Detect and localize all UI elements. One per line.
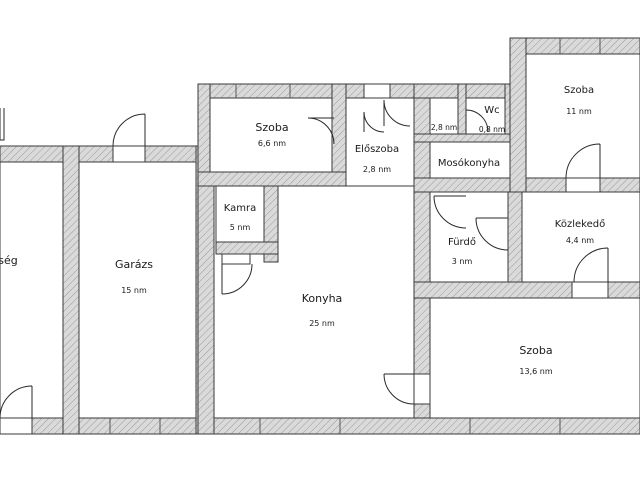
area-szoba-large: 13,6 nm: [519, 367, 552, 376]
label-szoba-small: Szoba: [255, 121, 288, 134]
label-garazs: Garázs: [115, 258, 153, 271]
label-konyha: Konyha: [302, 292, 343, 305]
area-furdo: 3 nm: [452, 257, 473, 266]
door-opening-kamra: [221, 253, 251, 265]
wall-utility-mid-1: [457, 83, 467, 139]
area-konyha: 25 nm: [309, 319, 335, 328]
floor-kamra-cover: [215, 185, 265, 243]
wall-ticks: [109, 38, 601, 434]
door-swing-konyha: [383, 373, 415, 405]
wall-mosokonyha-bottom: [413, 177, 640, 193]
wall-szoba-tr-top: [509, 37, 640, 55]
floor-mosokonyha: [429, 141, 511, 179]
wall-furdo-right: [507, 191, 523, 297]
area-szoba-small: 6,6 nm: [258, 139, 286, 148]
door-swing-garage-top: [112, 113, 146, 147]
door-swing-kozlekedo-left: [475, 217, 509, 251]
area-kozlekedo: 4,4 nm: [566, 236, 594, 245]
doors: [0, 83, 609, 435]
door-opening-szoba-tr: [565, 177, 601, 193]
wall-szoba-small-right: [331, 83, 347, 187]
wall-szoba-bottom-cover: [197, 171, 347, 187]
door-swing-kamra: [221, 263, 253, 295]
label-furdo: Fürdő: [448, 236, 476, 248]
wall-main-left-upper: [197, 83, 211, 187]
door-opening-garage-top: [112, 145, 146, 163]
area-small-28: 2,8 nm: [431, 123, 457, 132]
floor-small-28: [429, 97, 459, 135]
floor-kozlekedo: [521, 191, 640, 283]
label-mosokonyha: Mosókonyha: [438, 157, 500, 169]
door-opening-kozlekedo-bottom: [571, 281, 609, 299]
floor-szoba-large: [429, 297, 640, 419]
door-swing-eloszoba-2: [363, 111, 385, 133]
label-kamra: Kamra: [224, 203, 257, 214]
area-eloszoba: 2,8 nm: [363, 165, 391, 174]
area-wc: 0,8 nm: [479, 125, 505, 134]
wall-kamra-bottom-cover: [215, 241, 279, 255]
labels: ség Garázs 15 nm Szoba 6,6 nm Kamra 5 nm…: [0, 85, 605, 376]
area-garazs: 15 nm: [121, 286, 147, 295]
label-szoba-tr: Szoba: [564, 85, 594, 96]
wall-main-bottom: [197, 417, 640, 435]
door-opening-konyha: [413, 373, 431, 405]
floor-partial: [0, 161, 64, 419]
label-szoba-large: Szoba: [519, 344, 552, 357]
door-swing-partial-bottom: [0, 385, 33, 419]
door-swing-szoba-tr: [565, 143, 601, 179]
door-swing-partial-top: [0, 108, 5, 141]
wall-utility-bottom: [413, 133, 527, 143]
label-partial: ség: [0, 254, 18, 267]
floors: [0, 53, 640, 419]
label-kozlekedo: Közlekedő: [555, 218, 605, 230]
area-kamra: 5 nm: [230, 223, 251, 232]
door-swing-furdo: [433, 195, 467, 229]
wall-main-top: [197, 83, 431, 99]
door-opening-eloszoba-top: [363, 83, 391, 99]
floor-garazs: [78, 161, 197, 419]
wall-szoba-tr-left: [509, 37, 527, 193]
door-swing-wc: [465, 109, 489, 133]
label-eloszoba: Előszoba: [355, 143, 399, 155]
door-swing-szoba-small: [307, 117, 335, 145]
floor-szoba-tr: [525, 53, 640, 179]
wall-main-left-lower: [197, 185, 215, 435]
door-swing-kozlekedo-bottom: [573, 247, 609, 283]
wall-left-wing-top: [0, 145, 206, 163]
door-swing-eloszoba: [383, 99, 411, 127]
floor-szoba-small: [209, 97, 333, 173]
label-wc: Wc: [484, 105, 499, 116]
area-szoba-tr: 11 nm: [566, 107, 592, 116]
door-opening-partial-bottom: [0, 417, 33, 435]
floor-furdo: [429, 191, 509, 283]
floor-wc: [465, 97, 506, 135]
wall-partial-garage: [62, 145, 80, 435]
